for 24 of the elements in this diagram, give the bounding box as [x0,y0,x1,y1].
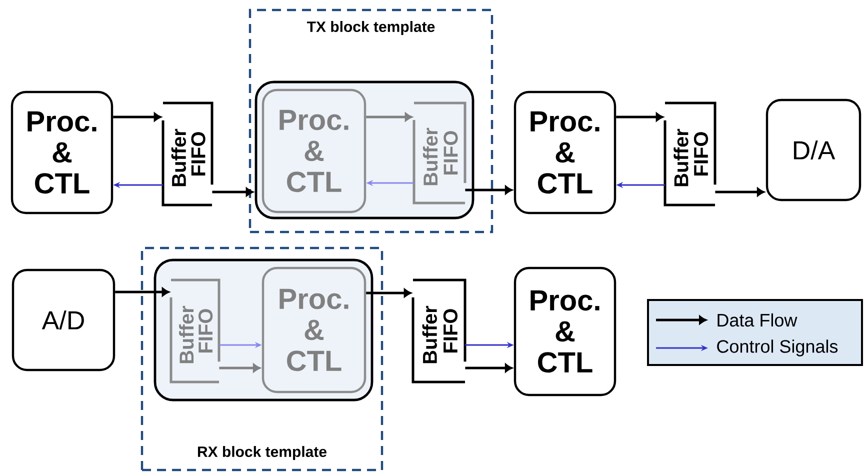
fifo-buffer: Buffer FIFO [664,102,716,206]
fifo-buffer: Buffer FIFO [412,278,466,384]
data-arrow [366,112,412,122]
data-arrow [616,112,664,122]
processor-box: Proc. & CTL [514,90,616,214]
legend-label: Control Signals [717,340,838,356]
processor-box: Proc. & CTL [514,266,616,396]
data-arrow [366,288,412,298]
converter-box: D/A [766,98,862,202]
processor-box: Proc. & CTL [10,90,114,214]
data-arrow [465,186,512,194]
fifo-buffer: Buffer FIFO [412,102,466,204]
data-arrow [212,188,254,196]
fifo-buffer: Buffer FIFO [170,278,220,384]
converter-box: A/D [12,268,116,372]
fifo-buffer: Buffer FIFO [162,102,214,206]
data-arrow [115,288,170,296]
data-arrow [113,112,162,122]
legend-label: Data Flow [718,313,798,327]
data-arrow [219,364,260,372]
processor-box: Proc. & CTL [262,88,366,214]
data-arrow [465,364,512,372]
data-arrow [715,188,764,196]
processor-box: Proc. & CTL [262,266,366,394]
